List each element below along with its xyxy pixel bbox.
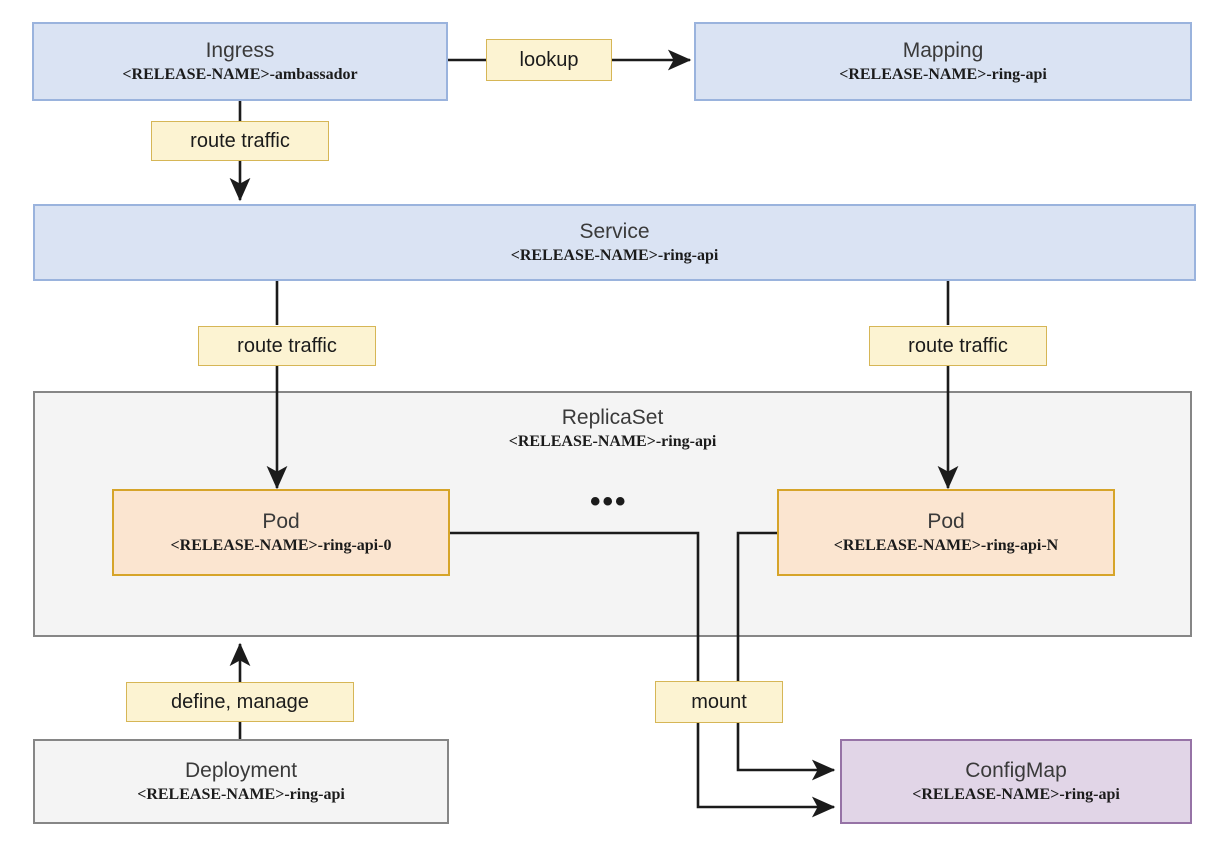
node-configmap[interactable]: ConfigMap <RELEASE-NAME>-ring-api bbox=[840, 739, 1192, 824]
edge-label-define-manage[interactable]: define, manage bbox=[126, 682, 354, 722]
pod-last-title: Pod bbox=[927, 510, 965, 533]
deployment-title: Deployment bbox=[184, 759, 298, 782]
edge-mount-configmap-lower bbox=[696, 723, 836, 818]
node-pod-last[interactable]: Pod <RELEASE-NAME>-ring-api-N bbox=[777, 489, 1115, 576]
edge-label-route-traffic-pod-first[interactable]: route traffic bbox=[198, 326, 376, 366]
replicaset-title: ReplicaSet bbox=[561, 406, 664, 429]
pod-last-subtitle: <RELEASE-NAME>-ring-api-N bbox=[833, 537, 1059, 554]
mapping-title: Mapping bbox=[902, 39, 984, 62]
node-service[interactable]: Service <RELEASE-NAME>-ring-api bbox=[33, 204, 1196, 281]
node-deployment[interactable]: Deployment <RELEASE-NAME>-ring-api bbox=[33, 739, 449, 824]
node-ingress[interactable]: Ingress <RELEASE-NAME>-ambassador bbox=[32, 22, 448, 101]
mapping-subtitle: <RELEASE-NAME>-ring-api bbox=[839, 66, 1047, 83]
configmap-title: ConfigMap bbox=[965, 759, 1067, 782]
pods-ellipsis-icon: ••• bbox=[590, 485, 628, 518]
replicaset-subtitle: <RELEASE-NAME>-ring-api bbox=[508, 433, 717, 450]
ingress-title: Ingress bbox=[205, 39, 275, 62]
node-pod-first[interactable]: Pod <RELEASE-NAME>-ring-api-0 bbox=[112, 489, 450, 576]
edge-label-mount[interactable]: mount bbox=[655, 681, 783, 723]
pod-first-subtitle: <RELEASE-NAME>-ring-api-0 bbox=[170, 537, 392, 554]
replicaset-group-label: ReplicaSet <RELEASE-NAME>-ring-api bbox=[35, 405, 1190, 452]
edge-mount-configmap-upper bbox=[736, 723, 836, 781]
pod-first-title: Pod bbox=[262, 510, 300, 533]
edge-label-route-traffic-pod-last[interactable]: route traffic bbox=[869, 326, 1047, 366]
node-mapping[interactable]: Mapping <RELEASE-NAME>-ring-api bbox=[694, 22, 1192, 101]
deployment-subtitle: <RELEASE-NAME>-ring-api bbox=[137, 786, 345, 803]
configmap-subtitle: <RELEASE-NAME>-ring-api bbox=[912, 786, 1120, 803]
edge-label-lookup[interactable]: lookup bbox=[486, 39, 612, 81]
ingress-subtitle: <RELEASE-NAME>-ambassador bbox=[122, 66, 358, 83]
service-subtitle: <RELEASE-NAME>-ring-api bbox=[510, 247, 719, 264]
service-title: Service bbox=[579, 220, 650, 243]
edge-label-route-traffic-ingress[interactable]: route traffic bbox=[151, 121, 329, 161]
